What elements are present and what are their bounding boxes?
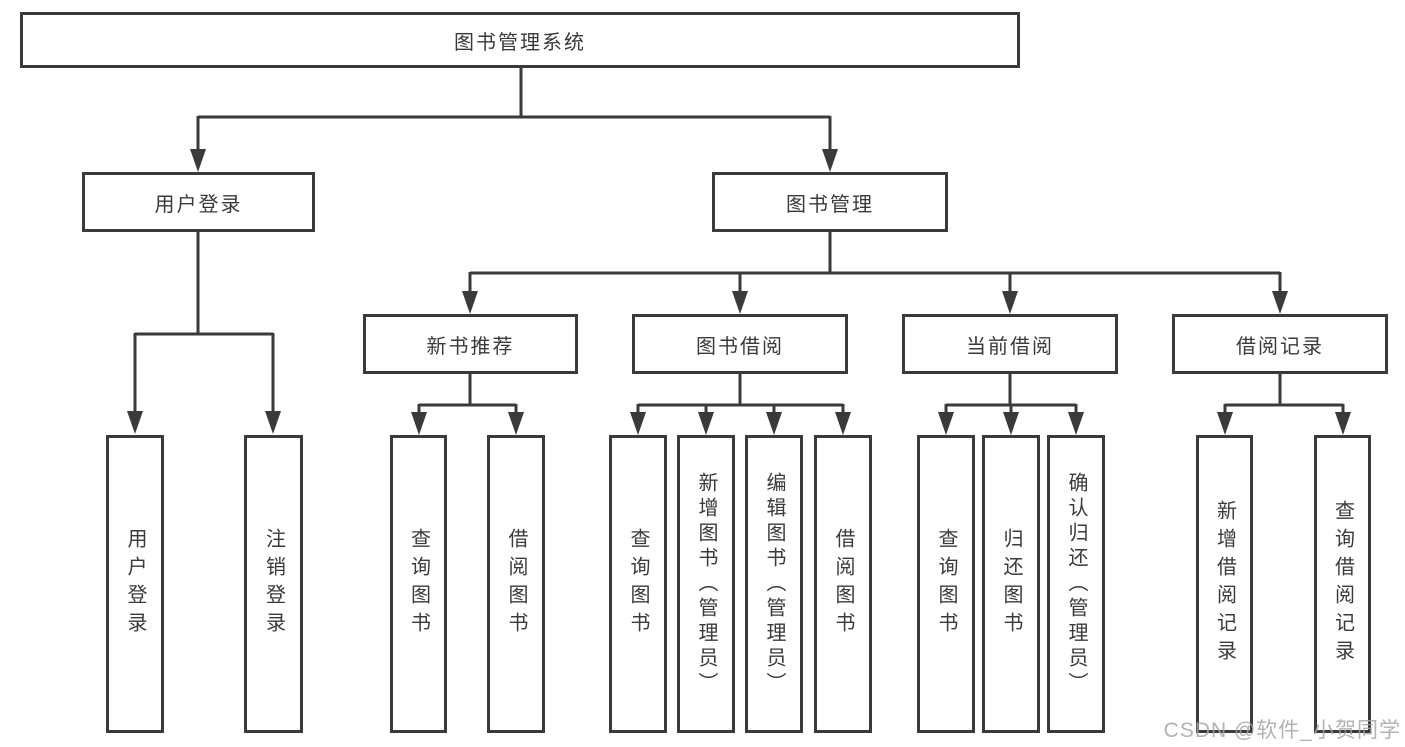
node-user-login-label: 用户登录 [154, 193, 243, 216]
node-br-query-record: 查询借阅记录 [1314, 435, 1371, 733]
connector-root-to-level2 [196, 68, 832, 150]
node-new-book-recommend-label: 新书推荐 [426, 335, 515, 358]
arrowhead-book-manage-children [462, 291, 1288, 314]
node-bb-query-book-label: 查询图书 [627, 528, 649, 640]
node-root-system: 图书管理系统 [20, 12, 1020, 68]
node-bb-edit-book-admin: 编辑图书（管理员） [745, 435, 803, 733]
node-leaf-logout: 注销登录 [244, 435, 303, 733]
node-leaf-user-login: 用户登录 [106, 435, 164, 733]
node-book-borrow: 图书借阅 [632, 314, 848, 374]
node-br-query-record-label: 查询借阅记录 [1331, 500, 1354, 668]
node-bb-borrow-book: 借阅图书 [814, 435, 872, 733]
node-br-add-record-label: 新增借阅记录 [1213, 500, 1236, 668]
connector-borrow-record-children [1223, 373, 1345, 413]
connector-book-manage-children [468, 232, 1282, 292]
node-nb-borrow-book: 借阅图书 [487, 435, 545, 733]
node-cb-query-book-label: 查询图书 [935, 528, 957, 640]
node-book-manage: 图书管理 [712, 172, 948, 232]
node-new-book-recommend: 新书推荐 [363, 314, 578, 374]
arrowhead-new-book-recommend-children [411, 412, 524, 435]
arrowhead-book-borrow-children [630, 412, 851, 435]
node-borrow-record-label: 借阅记录 [1236, 335, 1324, 358]
connector-new-book-recommend-children [417, 373, 518, 413]
arrowhead-user-login-children [127, 411, 281, 434]
arrowhead-current-borrow-children [938, 412, 1084, 435]
node-cb-confirm-return-admin-label: 确认归还（管理员） [1065, 471, 1087, 697]
node-root-system-label: 图书管理系统 [454, 31, 586, 54]
node-borrow-record: 借阅记录 [1172, 314, 1388, 374]
watermark: CSDN @软件_小贺同学 [1163, 719, 1401, 742]
node-current-borrow: 当前借阅 [902, 314, 1118, 374]
node-cb-query-book: 查询图书 [917, 435, 975, 733]
node-bb-edit-book-admin-label: 编辑图书（管理员） [763, 471, 785, 697]
node-current-borrow-label: 当前借阅 [966, 335, 1054, 358]
node-bb-add-book-admin: 新增图书（管理员） [677, 435, 735, 733]
node-leaf-logout-label: 注销登录 [262, 528, 285, 640]
connector-book-borrow-children [636, 373, 845, 413]
arrowhead-borrow-record-children [1217, 412, 1351, 435]
node-br-add-record: 新增借阅记录 [1196, 435, 1253, 733]
node-book-borrow-label: 图书借阅 [696, 335, 784, 358]
node-cb-confirm-return-admin: 确认归还（管理员） [1047, 435, 1105, 733]
node-user-login: 用户登录 [82, 172, 315, 232]
node-nb-query-book: 查询图书 [390, 435, 447, 733]
arrowhead-root-to-level2 [190, 149, 838, 172]
node-nb-borrow-book-label: 借阅图书 [505, 528, 527, 640]
connector-current-borrow-children [944, 373, 1078, 413]
node-nb-query-book-label: 查询图书 [407, 528, 430, 640]
node-cb-return-book-label: 归还图书 [1000, 528, 1022, 640]
node-bb-query-book: 查询图书 [609, 435, 667, 733]
node-bb-borrow-book-label: 借阅图书 [832, 528, 854, 640]
node-bb-add-book-admin-label: 新增图书（管理员） [695, 471, 717, 697]
connector-user-login-children [133, 232, 275, 412]
node-cb-return-book: 归还图书 [982, 435, 1040, 733]
node-leaf-user-login-label: 用户登录 [124, 528, 146, 640]
node-book-manage-label: 图书管理 [786, 193, 874, 216]
